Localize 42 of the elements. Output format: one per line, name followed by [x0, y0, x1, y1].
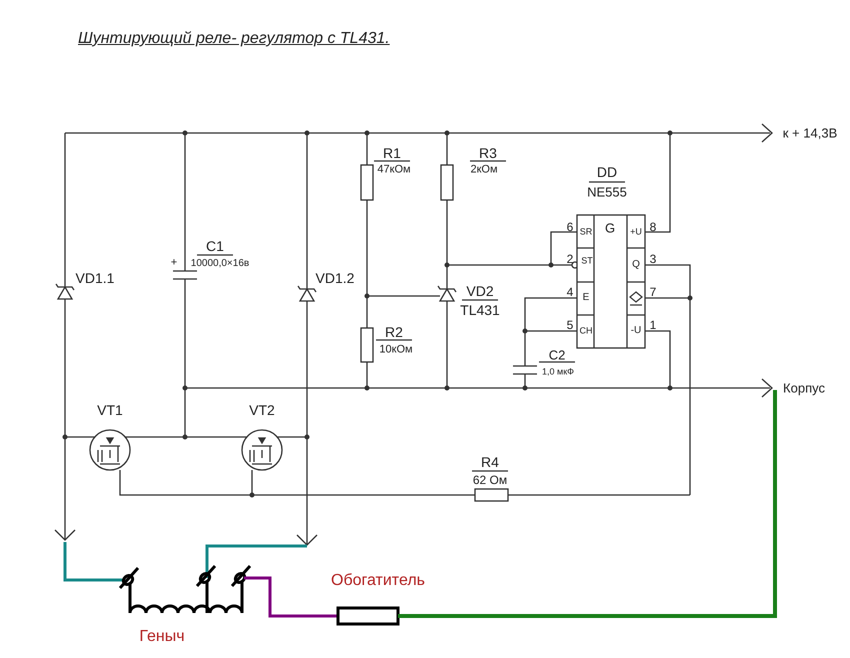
pin-number: 8 [650, 221, 656, 233]
component-label: R1 [383, 146, 401, 160]
terminal-label: Корпус [783, 382, 825, 394]
value-label: 2кОм [470, 164, 498, 176]
part-label: Обогатитель [331, 573, 425, 589]
pin-name: Q [632, 260, 640, 270]
pin-name: -U [630, 326, 642, 336]
value-label: 10кОм [379, 344, 413, 356]
pin-name: E [582, 293, 590, 303]
component-label: C1 [206, 239, 224, 253]
component-label: VT2 [249, 403, 275, 417]
pin-name: ST [581, 256, 593, 266]
pin-number: 1 [650, 319, 656, 331]
value-label: 62 Ом [472, 474, 508, 486]
title: Шунтирующий реле- регулятор с TL431. [78, 30, 390, 48]
terminal-label: к + 14,3В [782, 126, 838, 140]
pin-number: 3 [650, 253, 656, 265]
part-label: Геныч [139, 629, 185, 645]
pin-number: 4 [566, 286, 574, 298]
polarity-sign: + [170, 258, 178, 268]
pin-name: G [604, 222, 616, 234]
pin-number: 5 [566, 319, 574, 331]
part-number: TL431 [460, 303, 500, 317]
component-label: DD [596, 165, 618, 179]
pin-name: SR [580, 228, 592, 236]
component-label: R3 [479, 146, 497, 160]
component-label: VT1 [97, 403, 123, 417]
pin-name: CH [580, 326, 592, 336]
pin-number: 6 [566, 221, 574, 233]
component-label: R4 [481, 455, 499, 469]
pin-number: 7 [650, 286, 656, 298]
part-number: NE555 [587, 186, 627, 198]
component-label: R2 [385, 325, 403, 339]
value-label: 47кОм [377, 164, 411, 176]
pin-name: +U [630, 228, 642, 236]
pin-number: 2 [566, 253, 574, 265]
value-label: 1,0 мкФ [542, 368, 574, 376]
component-label: VD2 [466, 284, 494, 298]
component-label: VD1.2 [316, 271, 354, 285]
component-label: C2 [548, 348, 566, 362]
component-label: VD1.1 [76, 271, 114, 285]
value-label: 10000,0×16в [190, 259, 250, 269]
